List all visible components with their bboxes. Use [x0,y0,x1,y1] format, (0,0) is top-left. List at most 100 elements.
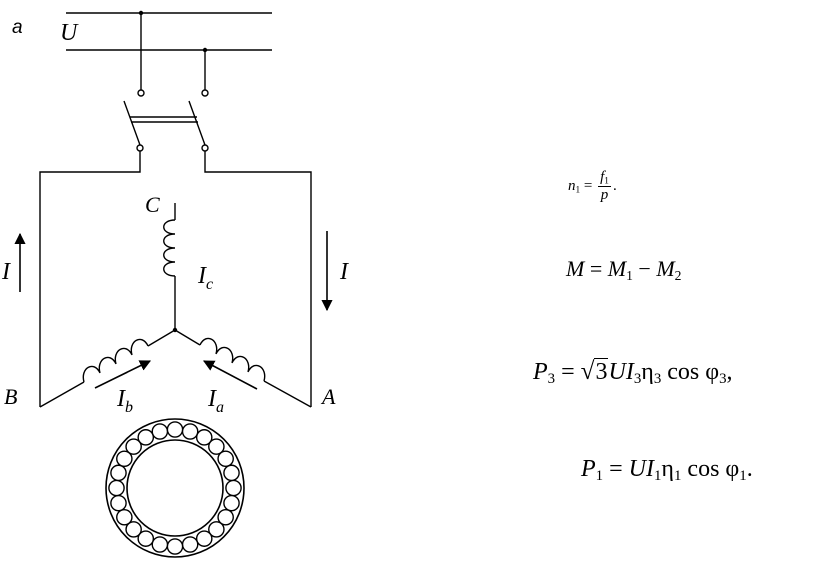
junction-dot-right [202,47,208,53]
phi3-subscript: 3 [719,371,727,388]
phase-a-coil [199,337,266,382]
formula-single-phase-power: P1 = UI1η1 cos φ1. [581,456,753,485]
feeder-left [39,151,141,407]
f-symbol: f [600,169,605,185]
formula-torque: M = M1 − M2 [566,256,682,283]
line-current-arrows [14,231,333,312]
switch-top-terminal-right [201,89,209,97]
eta1-subscript: 1 [673,468,682,485]
stator-slots [108,421,242,555]
m1-subscript: 1 [626,267,633,283]
stator-slot [166,421,184,438]
switch-top-terminal-left [137,89,145,97]
phi-symbol: φ [705,359,720,385]
feeder-wires [39,151,312,407]
switch-blade-left [123,100,141,146]
arrow-phase-b [94,360,152,389]
equals-sign: = [584,256,608,281]
p-symbol: p [600,187,609,203]
stator-slot [217,450,234,468]
phase-b-label: B [4,384,17,409]
stator-slot [151,423,169,440]
switch-bottom-terminal-left [136,144,144,152]
arrow-phase-a [203,360,258,390]
p1-subscript: 1 [595,468,604,485]
stator-slot [125,521,142,538]
p1-symbol: P [581,456,596,482]
current-symbol: I [116,386,126,412]
ui-symbol: UI [628,456,654,482]
m1-symbol: M [607,256,627,281]
stator-slot [110,494,127,512]
phase-c-label: C [145,192,160,217]
stator-outer-ring [105,418,245,558]
i3-subscript: 3 [633,371,642,388]
phase-b-lead-outer [39,381,85,408]
square-root: √3 [580,358,609,385]
root-sign: √ [580,358,595,385]
double-pole-switch [123,89,209,152]
n-subscript: 1 [575,185,581,196]
star-point [172,327,178,333]
f-subscript: 1 [604,176,609,187]
supply-voltage-label: U [60,20,79,46]
current-symbol: I [207,386,217,412]
stator-slot [225,479,242,497]
stator-slot [110,464,127,482]
phase-current-label-b: Ib [116,386,133,416]
phase-b-coil [82,338,149,383]
p3-symbol: P [533,359,548,385]
p3-subscript: 3 [547,371,556,388]
star-windings [39,203,312,408]
stator-slot [151,536,169,553]
current-symbol: I [197,263,207,289]
stator-slot [137,530,155,547]
m2-symbol: M [656,256,675,281]
stator-slot [116,450,133,468]
formula-three-phase-power: P3 = √3UI3η3 cos φ3, [533,358,733,388]
cos-function: cos [681,456,726,482]
current-subscript-a: a [216,399,224,416]
line-current-label-right: I [339,259,349,285]
formula-period: . [746,456,753,482]
fraction-numerator: f1 [598,170,611,187]
stator-inner-ring [126,439,224,537]
stator-slot [166,538,184,555]
stator-slot [223,464,240,482]
fraction-denominator: p [601,187,609,203]
junction-dot-left [138,10,144,16]
phase-a-lead-inner [174,329,201,346]
stator-cross-section [105,418,245,558]
equals-sign: = [603,456,629,482]
equals-sign: = [580,177,597,194]
eta-symbol: η [641,359,654,385]
phase-c-coil [163,219,176,277]
m2-subscript: 2 [674,267,682,283]
phi1-subscript: 1 [739,468,747,485]
stator-slot [181,536,199,553]
cos-function: cos [661,359,706,385]
stator-slot [195,429,213,446]
eta3-subscript: 3 [653,371,662,388]
switch-bottom-terminal-right [201,144,209,152]
stator-slot [137,429,155,446]
feeder-right [204,151,312,407]
stator-slot [108,479,125,497]
n-symbol: n [568,177,576,194]
m-symbol: M [566,256,585,281]
phase-a-label: A [320,384,336,409]
stator-slot [125,438,142,455]
formula-period: . [612,177,617,194]
switch-blade-right [188,100,206,146]
stator-slot [208,438,225,455]
eta-symbol: η [661,456,674,482]
stator-slot [195,530,213,547]
stator-slot [208,521,225,538]
panel-label: a [12,17,23,38]
phase-current-label-a: Ia [207,386,224,416]
equals-sign: = [555,359,581,385]
stator-slot [181,423,199,440]
supply-lines [66,12,272,90]
